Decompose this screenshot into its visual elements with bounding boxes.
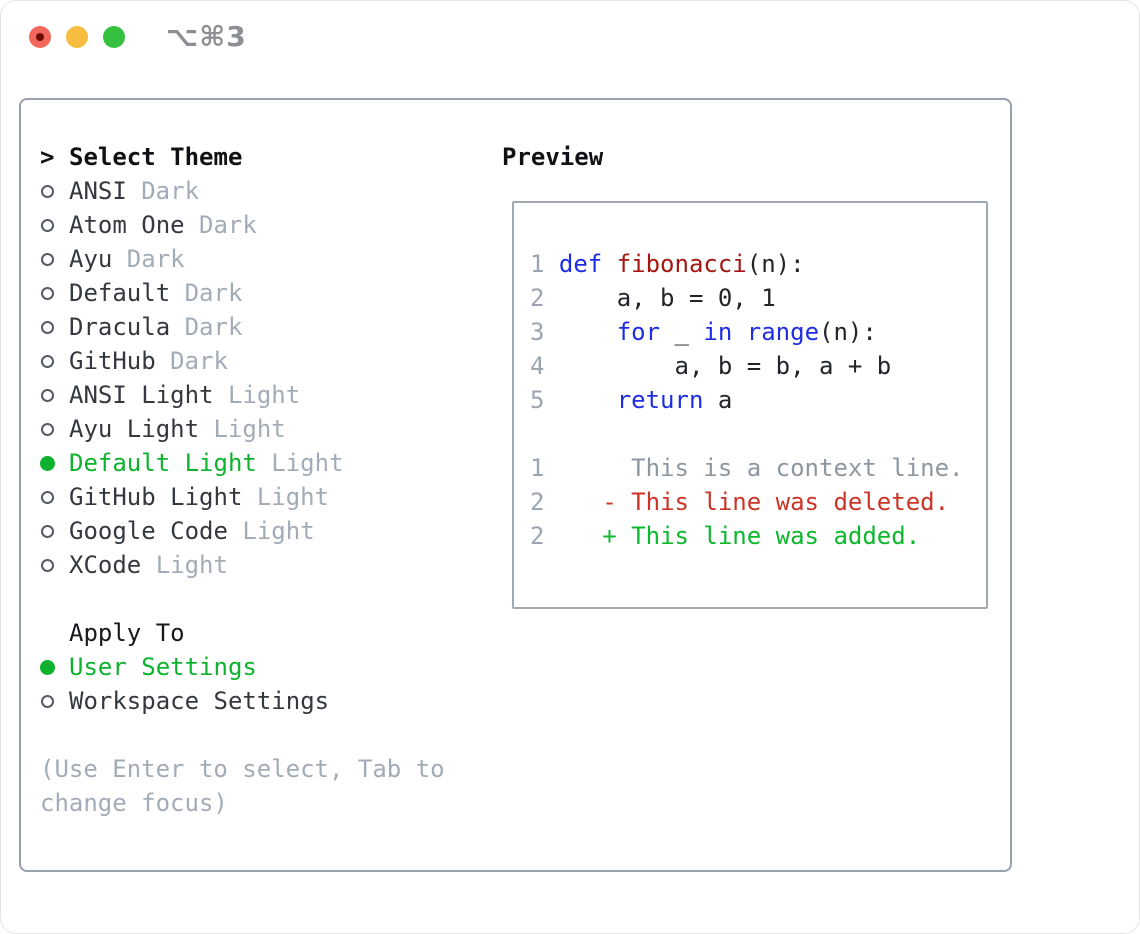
marker-cell: [40, 694, 69, 708]
code-line: 2 - This line was deleted.: [530, 488, 950, 516]
theme-option[interactable]: ANSI Dark: [40, 174, 445, 208]
marker-cell: [40, 455, 69, 471]
select-theme-title: Select Theme: [69, 143, 243, 171]
left-column: > Select Theme ANSI Dark Atom One Dark A…: [40, 140, 445, 820]
close-button[interactable]: [29, 26, 51, 48]
radio-icon: [41, 524, 54, 538]
marker-cell: [40, 388, 69, 402]
theme-name: Ayu: [69, 245, 113, 273]
help-text: (Use Enter to select, Tab to change focus…: [40, 752, 445, 820]
code-line: 1 def fibonacci(n):: [530, 250, 805, 278]
theme-variant: Light: [227, 381, 301, 409]
theme-option[interactable]: Atom One Dark: [40, 208, 445, 242]
radio-icon: [41, 252, 54, 266]
code-line: 2 a, b = 0, 1: [530, 284, 776, 312]
theme-variant: Light: [256, 483, 330, 511]
apply-to-option[interactable]: User Settings: [40, 650, 445, 684]
theme-name: XCode: [69, 551, 142, 579]
theme-variant: Dark: [126, 245, 185, 273]
minimize-button[interactable]: [66, 26, 88, 48]
theme-option[interactable]: Ayu Dark: [40, 242, 445, 276]
radio-icon: [41, 184, 54, 198]
theme-variant: Dark: [199, 211, 257, 239]
help-line: (Use Enter to select, Tab to: [40, 755, 445, 783]
marker-cell: [40, 422, 69, 436]
apply-to-label: User Settings: [69, 653, 257, 681]
theme-name: Ayu Light: [69, 415, 200, 443]
theme-name: ANSI: [69, 177, 127, 205]
theme-option[interactable]: Google Code Light: [40, 514, 445, 548]
code-line: [530, 417, 986, 451]
theme-name: GitHub Light: [69, 483, 243, 511]
marker-cell: [40, 218, 69, 232]
radio-icon: [40, 455, 55, 471]
preview-title: Preview: [502, 143, 604, 171]
marker-cell: [40, 252, 69, 266]
radio-icon: [41, 558, 54, 572]
radio-icon: [41, 286, 54, 300]
radio-icon: [41, 490, 54, 504]
unsaved-changes-dot-icon: [36, 33, 44, 41]
theme-name: Dracula: [69, 313, 171, 341]
radio-icon: [41, 422, 54, 436]
theme-name: ANSI Light: [69, 381, 214, 409]
code-line: 4 a, b = b, a + b: [530, 352, 892, 380]
theme-option[interactable]: XCode Light: [40, 548, 445, 582]
marker-cell: [40, 354, 69, 368]
theme-option[interactable]: ANSI Light Light: [40, 378, 445, 412]
marker-cell: [40, 286, 69, 300]
theme-option[interactable]: Default Light Light: [40, 446, 445, 480]
theme-list: ANSI Dark Atom One Dark Ayu Dark Default…: [40, 174, 445, 582]
radio-icon: [41, 218, 54, 232]
theme-variant: Light: [155, 551, 228, 579]
marker-cell: [40, 558, 69, 572]
radio-icon: [40, 659, 55, 675]
marker-cell: [40, 320, 69, 334]
theme-selector-panel: > Select Theme ANSI Dark Atom One Dark A…: [19, 98, 1012, 872]
theme-variant: Light: [271, 449, 344, 477]
prompt-caret-icon: >: [40, 143, 55, 171]
theme-name: Google Code: [69, 517, 228, 545]
theme-variant: Light: [213, 415, 286, 443]
theme-option[interactable]: Ayu Light Light: [40, 412, 445, 446]
code-line: 3 for _ in range(n):: [530, 318, 877, 346]
help-line: change focus): [40, 789, 228, 817]
marker-cell: [40, 659, 69, 675]
marker-cell: [40, 184, 69, 198]
code-line: 1 This is a context line.: [530, 454, 964, 482]
code-preview: 1 def fibonacci(n): 2 a, b = 0, 1 3 for _ …: [530, 247, 986, 553]
theme-name: Default: [69, 279, 171, 307]
theme-variant: Light: [242, 517, 315, 545]
theme-variant: Dark: [184, 279, 243, 307]
theme-option[interactable]: GitHub Dark: [40, 344, 445, 378]
theme-variant: Dark: [170, 347, 228, 375]
apply-to-label: Workspace Settings: [69, 687, 330, 715]
apply-to-header: Apply To: [40, 616, 445, 650]
radio-icon: [41, 354, 54, 368]
theme-name: Atom One: [69, 211, 185, 239]
code-line: 5 return a: [530, 386, 733, 414]
spacer: [40, 582, 445, 616]
theme-name: GitHub: [69, 347, 156, 375]
apply-to-list: User Settings Workspace Settings: [40, 650, 445, 718]
marker-cell: [40, 490, 69, 504]
theme-option[interactable]: Default Dark: [40, 276, 445, 310]
radio-icon: [41, 320, 54, 334]
apply-to-title: Apply To: [69, 619, 185, 647]
window-title: ⌥⌘3: [166, 20, 247, 53]
select-theme-header: > Select Theme: [40, 140, 445, 174]
spacer: [40, 718, 445, 752]
code-line: 2 + This line was added.: [530, 522, 921, 550]
theme-name: Default Light: [69, 449, 257, 477]
radio-icon: [41, 694, 54, 708]
radio-icon: [41, 388, 54, 402]
zoom-button[interactable]: [103, 26, 125, 48]
theme-option[interactable]: GitHub Light Light: [40, 480, 445, 514]
theme-variant: Dark: [141, 177, 200, 205]
preview-pane: 1 def fibonacci(n): 2 a, b = 0, 1 3 for _ …: [512, 201, 988, 609]
apply-to-option[interactable]: Workspace Settings: [40, 684, 445, 718]
theme-option[interactable]: Dracula Dark: [40, 310, 445, 344]
theme-variant: Dark: [184, 313, 243, 341]
marker-cell: [40, 524, 69, 538]
